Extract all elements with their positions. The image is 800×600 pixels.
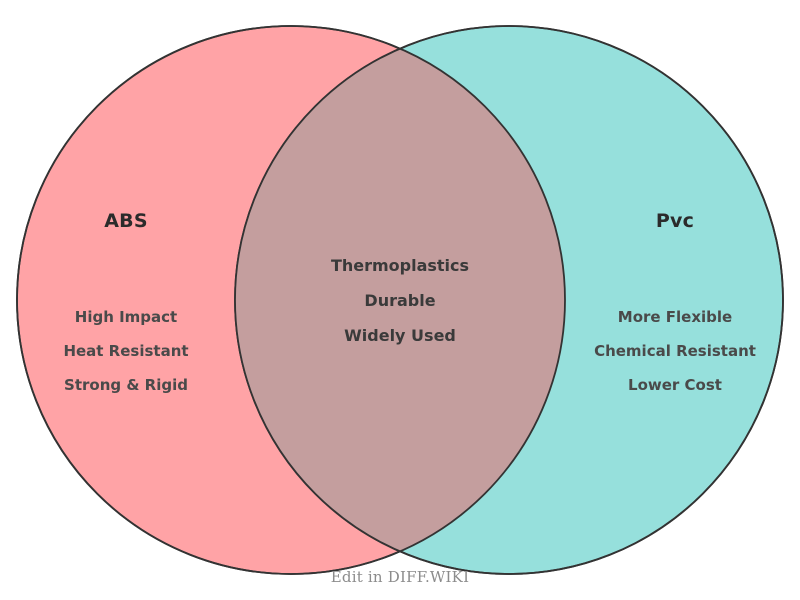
left-set-labels: ABS High Impact Heat Resistant Strong & … <box>16 212 236 402</box>
list-item: Lower Cost <box>628 376 722 394</box>
right-set-title: Pvc <box>655 210 695 232</box>
list-item: Thermoplastics <box>330 256 470 275</box>
left-set-title: ABS <box>104 210 148 232</box>
list-item: Heat Resistant <box>63 342 189 360</box>
intersection-region[interactable] <box>235 26 783 574</box>
right-set-item-list: More Flexible Chemical Resistant Lower C… <box>565 300 785 402</box>
intersection-item-list: Thermoplastics Durable Widely Used <box>290 248 510 353</box>
edit-in-diff-wiki-link[interactable]: Edit in DIFF.WIKI <box>330 568 470 586</box>
list-item: More Flexible <box>617 308 733 326</box>
list-item: Strong & Rigid <box>64 376 188 394</box>
list-item: Durable <box>364 291 436 310</box>
left-set-circle-outline <box>16 25 566 575</box>
left-set-item-list: High Impact Heat Resistant Strong & Rigi… <box>16 300 236 402</box>
list-item: Widely Used <box>344 326 456 345</box>
right-set-circle-outline <box>234 25 784 575</box>
list-item: High Impact <box>74 308 178 326</box>
right-set-labels: Pvc More Flexible Chemical Resistant Low… <box>565 212 785 402</box>
intersection-labels: Thermoplastics Durable Widely Used <box>290 248 510 353</box>
list-item: Chemical Resistant <box>594 342 756 360</box>
